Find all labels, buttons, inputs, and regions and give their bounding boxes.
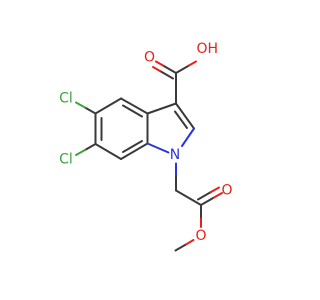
bond-c5-cl bbox=[84, 106, 97, 115]
chlorine-5-label: Cl bbox=[59, 91, 73, 107]
bond-c2-n1 bbox=[181, 127, 195, 147]
bond-c7-c7a bbox=[120, 142, 149, 160]
benzene-ring bbox=[94, 97, 149, 160]
oxygen-hydroxyl-label: OH bbox=[197, 41, 219, 57]
bond-c3a-c4-inner bbox=[122, 104, 143, 118]
bond-cooh-c-o-red bbox=[155, 60, 164, 67]
carboxylic-acid-group bbox=[152, 60, 197, 105]
bond-cooh-c-o bbox=[162, 64, 177, 74]
bond-cooh-c-o-double-red bbox=[152, 66, 161, 72]
bond-cester-o-double bbox=[200, 196, 215, 206]
bond-c3-c2-inner bbox=[174, 110, 188, 129]
oxygen-carbonyl-ester-label: O bbox=[221, 183, 232, 199]
bond-cooh-c-oh-red bbox=[188, 60, 197, 67]
oxygen-ester-label: O bbox=[195, 228, 206, 244]
chlorine-substituents bbox=[75, 101, 97, 156]
bond-oester-ch3 bbox=[174, 244, 186, 252]
bond-c3-c2 bbox=[175, 102, 195, 130]
chlorine-6-label: Cl bbox=[59, 152, 73, 168]
bond-c6-c7 bbox=[94, 143, 122, 160]
chemical-structure-diagram: O OH Cl Cl N O O bbox=[59, 41, 233, 252]
bond-cester-o-double-red bbox=[213, 192, 223, 199]
pyrrole-ring bbox=[146, 102, 195, 154]
bond-c3a-c4 bbox=[120, 97, 149, 115]
bond-c7-c7a-inner bbox=[122, 140, 143, 153]
bond-c4-c5 bbox=[94, 97, 122, 115]
bond-cester-o-double-2-red bbox=[210, 186, 220, 193]
nitrogen-label: N bbox=[170, 147, 180, 163]
bond-cester-o-double-2 bbox=[197, 191, 212, 201]
bond-ch2-cester bbox=[175, 189, 202, 206]
bond-c6-cl-green bbox=[75, 149, 86, 156]
bond-n1-c7a bbox=[146, 142, 170, 154]
bond-cooh-c-o-double bbox=[159, 70, 174, 80]
methoxycarbonylmethyl-group bbox=[174, 162, 223, 252]
bond-c5-cl-green bbox=[75, 101, 86, 109]
bond-oester-ch3-red bbox=[184, 239, 195, 246]
bond-cooh-c-oh bbox=[175, 64, 190, 74]
oxygen-carbonyl-acid-label: O bbox=[144, 50, 155, 66]
bond-c6-cl bbox=[84, 143, 97, 151]
bond-c3a-c3 bbox=[146, 102, 177, 115]
